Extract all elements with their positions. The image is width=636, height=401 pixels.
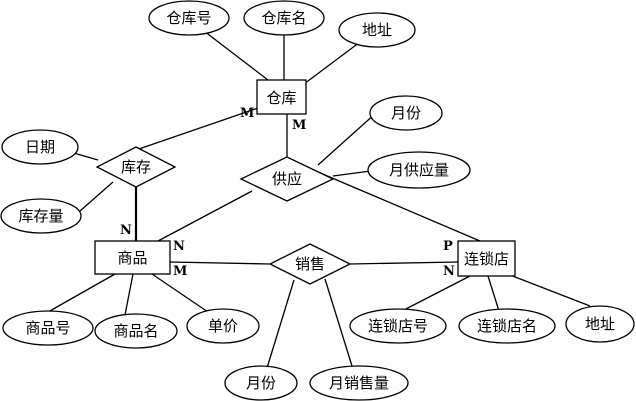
entity-warehouse: 仓库 [256,79,307,115]
attr-store-name-label: 连锁店名 [477,317,537,335]
attr-inventory-date-label: 日期 [25,138,55,156]
entity-product-box [94,240,171,275]
line-store-no [399,275,471,313]
card-store-sales: N [443,264,455,279]
attr-supply-month-label: 月份 [391,104,421,122]
line-supply-product [157,190,253,242]
entity-chain-store: 连锁店 [457,240,516,277]
card-store-supply: P [443,239,453,254]
line-inventory-qty [79,181,114,212]
entity-chain-store-box [457,240,516,277]
entity-chain-store-label: 连锁店 [464,250,509,268]
attr-unit-price-ellipse [186,308,260,344]
attr-unit-price-label: 单价 [208,317,238,335]
attr-store-no-label: 连锁店号 [368,317,428,335]
card-product-inventory: N [120,223,132,238]
relationship-inventory: 库存 [95,146,177,188]
relationship-supply: 供应 [239,156,335,202]
entity-warehouse-box [256,79,307,115]
attr-warehouse-address-ellipse [338,12,416,48]
attr-inventory-qty-label: 库存量 [18,207,63,225]
card-product-sales: M [173,264,187,279]
entity-product-label: 商品 [117,249,147,267]
attr-inventory-date-ellipse [1,129,79,165]
relationship-inventory-diamond [95,146,177,188]
line-supply-store [317,171,481,242]
attr-sales-qty-ellipse [309,365,409,401]
line-unit-price [151,273,209,313]
line-sales-qty [324,278,353,367]
attr-supply-qty-label: 月供应量 [389,161,449,179]
line-sales-store [349,261,459,265]
attr-warehouse-no-ellipse [148,0,230,36]
relationship-supply-diamond [239,156,335,202]
line-store-name [487,275,500,312]
attr-product-name-ellipse [94,313,178,349]
line-store-address [509,274,591,307]
attr-product-name-label: 商品名 [113,322,158,340]
card-product-supply: N [173,239,185,254]
cardinality-labels: M M N N M P N [120,106,455,279]
attr-inventory-qty-ellipse [0,198,82,234]
entity-product: 商品 [94,240,171,275]
attr-store-no-ellipse [349,308,447,344]
attribute-labels: 仓库号 仓库名 地址 日期 库存量 月份 月供应量 商品号 商品名 单价 月份 … [18,9,615,392]
card-warehouse-inventory: M [240,106,254,121]
attr-supply-qty-ellipse [367,151,471,189]
relationship-sales-label: 销售 [295,255,325,273]
line-product-name [124,273,134,316]
attr-store-name-ellipse [458,308,556,344]
line-supply-month [317,112,377,166]
relationship-supply-label: 供应 [272,170,302,188]
card-warehouse-supply: M [292,118,306,133]
attr-warehouse-no-label: 仓库号 [166,9,211,27]
relationship-inventory-label: 库存 [121,158,151,176]
attr-supply-month-ellipse [369,95,443,131]
attr-store-address-ellipse [565,305,635,343]
relationship-sales-diamond [268,243,352,285]
attr-warehouse-name-label: 仓库名 [261,9,306,27]
line-product-sales [169,261,271,265]
attr-sales-qty-label: 月销售量 [329,374,389,392]
line-sales-month [266,279,295,369]
attr-warehouse-name-ellipse [243,0,325,36]
relationship-sales: 销售 [268,243,352,285]
attr-sales-month-ellipse [224,365,298,401]
line-product-no [47,273,116,313]
entity-warehouse-label: 仓库 [266,89,296,107]
line-warehouse-inventory [135,107,259,151]
attr-warehouse-address-label: 地址 [362,21,392,39]
attr-sales-month-label: 月份 [246,374,276,392]
attr-product-no-label: 商品号 [25,319,70,337]
attr-store-address-label: 地址 [585,315,615,333]
attr-product-no-ellipse [2,310,94,346]
